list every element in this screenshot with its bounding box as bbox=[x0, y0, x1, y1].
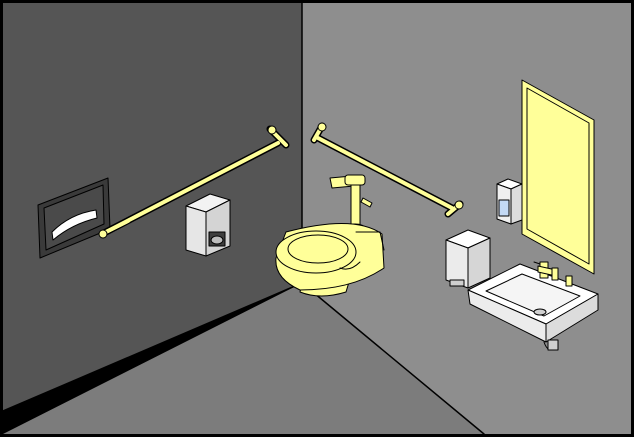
faucet bbox=[533, 261, 573, 287]
floor-right-edge bbox=[301, 282, 485, 435]
toilet bbox=[275, 222, 385, 297]
sink bbox=[467, 263, 599, 351]
seat-cover-dispenser bbox=[37, 177, 111, 259]
grab-bar-right bbox=[310, 122, 464, 218]
floor bbox=[3, 283, 484, 434]
toilet-tank bbox=[445, 229, 491, 289]
floor-left-edge bbox=[2, 282, 303, 412]
mirror bbox=[521, 79, 595, 275]
soap-dispenser bbox=[496, 178, 523, 225]
toilet-paper-dispenser bbox=[185, 193, 231, 257]
grab-bar-left bbox=[98, 125, 290, 239]
